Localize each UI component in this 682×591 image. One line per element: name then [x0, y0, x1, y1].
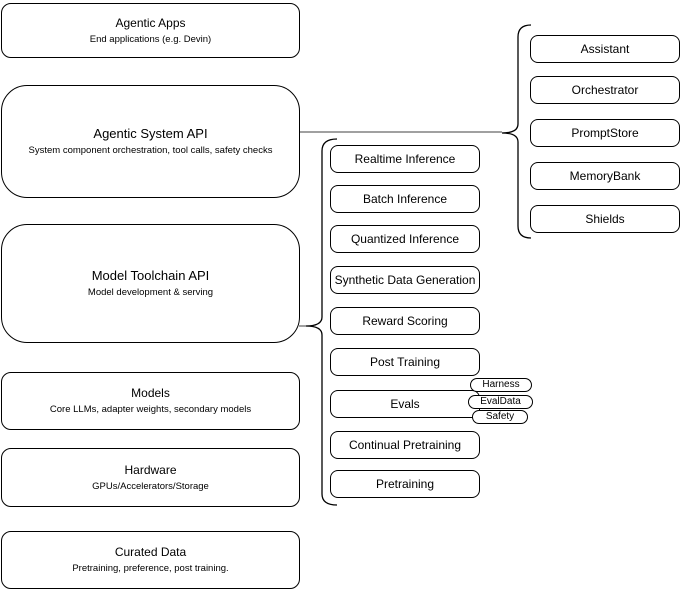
- node-pretraining: Pretraining: [330, 470, 480, 498]
- node-memorybank: MemoryBank: [530, 162, 680, 190]
- node-models: Models Core LLMs, adapter weights, secon…: [1, 372, 300, 430]
- node-title: Model Toolchain API: [91, 268, 210, 284]
- node-title: Agentic System API: [93, 126, 208, 142]
- node-title: Models: [131, 386, 170, 401]
- node-subtitle: GPUs/Accelerators/Storage: [92, 480, 209, 492]
- tag-evaldata: EvalData: [468, 395, 533, 409]
- node-label: Batch Inference: [362, 192, 448, 206]
- node-title: Hardware: [124, 462, 177, 477]
- tag-label: EvalData: [480, 396, 521, 407]
- node-label: Reward Scoring: [362, 314, 448, 328]
- node-quantized-inference: Quantized Inference: [330, 225, 480, 253]
- node-promptstore: PromptStore: [530, 119, 680, 147]
- node-subtitle: System component orchestration, tool cal…: [28, 145, 273, 157]
- node-agentic-system-api: Agentic System API System component orch…: [1, 85, 300, 198]
- node-subtitle: Model development & serving: [87, 287, 214, 299]
- node-label: Realtime Inference: [354, 152, 456, 166]
- node-realtime-inference: Realtime Inference: [330, 145, 480, 173]
- node-label: MemoryBank: [569, 169, 641, 183]
- tag-label: Harness: [482, 379, 520, 390]
- node-model-toolchain-api: Model Toolchain API Model development & …: [1, 224, 300, 343]
- node-post-training: Post Training: [330, 348, 480, 376]
- tag-label: Safety: [485, 411, 515, 422]
- node-label: Evals: [390, 397, 420, 411]
- node-label: Shields: [585, 212, 625, 226]
- node-label: Assistant: [580, 42, 630, 56]
- node-label: Post Training: [369, 355, 441, 369]
- node-evals: Evals: [330, 390, 480, 418]
- tag-harness: Harness: [470, 378, 532, 392]
- node-reward-scoring: Reward Scoring: [330, 307, 480, 335]
- node-title: Curated Data: [114, 545, 187, 560]
- node-curated-data: Curated Data Pretraining, preference, po…: [1, 531, 300, 589]
- node-label: Orchestrator: [571, 83, 639, 97]
- tag-safety: Safety: [472, 410, 528, 424]
- node-hardware: Hardware GPUs/Accelerators/Storage: [1, 448, 300, 507]
- node-label: PromptStore: [571, 126, 639, 140]
- node-label: Continual Pretraining: [348, 438, 462, 452]
- node-title: Agentic Apps: [115, 15, 186, 30]
- node-synthetic-data-generation: Synthetic Data Generation: [330, 266, 480, 294]
- node-label: Pretraining: [375, 477, 435, 491]
- node-subtitle: Core LLMs, adapter weights, secondary mo…: [49, 404, 252, 416]
- node-batch-inference: Batch Inference: [330, 185, 480, 213]
- node-subtitle: Pretraining, preference, post training.: [72, 563, 229, 575]
- node-assistant: Assistant: [530, 35, 680, 63]
- node-shields: Shields: [530, 205, 680, 233]
- node-label: Synthetic Data Generation: [334, 273, 476, 287]
- node-orchestrator: Orchestrator: [530, 76, 680, 104]
- node-subtitle: End applications (e.g. Devin): [89, 33, 212, 45]
- node-label: Quantized Inference: [350, 232, 460, 246]
- node-agentic-apps: Agentic Apps End applications (e.g. Devi…: [1, 3, 300, 58]
- node-continual-pretraining: Continual Pretraining: [330, 431, 480, 459]
- brace-system-group: [501, 24, 532, 239]
